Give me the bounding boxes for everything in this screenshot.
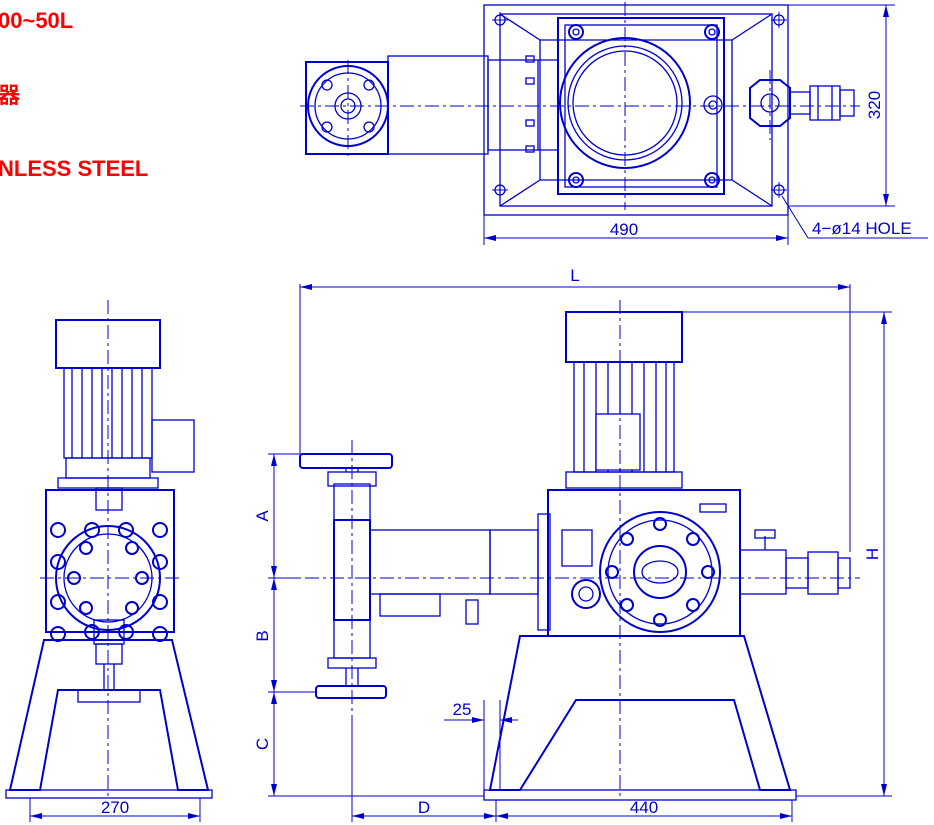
- side-stand: [5, 639, 213, 799]
- dim-b-label: B: [253, 630, 272, 641]
- dim-h-label: H: [863, 548, 882, 560]
- dim-a-label: A: [253, 510, 272, 522]
- dim-l-label: L: [570, 266, 579, 285]
- front-stand: [483, 635, 797, 801]
- front-view: [280, 300, 860, 801]
- dim-320-label: 320: [865, 91, 884, 119]
- spec-model-text: 器: [0, 83, 21, 108]
- top-view: 490 320 4−ø14 HOLE: [300, 2, 928, 245]
- dim-c-label: C: [253, 738, 272, 750]
- side-pump-head: [45, 489, 175, 633]
- dim-d-label: D: [418, 798, 430, 817]
- dim-270-label: 270: [101, 798, 129, 817]
- front-pump-head: [299, 453, 393, 699]
- dim-25-label: 25: [453, 700, 472, 719]
- side-view: 270: [5, 300, 213, 822]
- spec-capacity-text: 00~50L: [0, 8, 74, 33]
- dim-440-label: 440: [630, 798, 658, 817]
- front-motor-cap: [565, 311, 683, 363]
- mounting-hole: [771, 12, 787, 28]
- outlet-pipe-front: [699, 503, 851, 595]
- hole-note-label: 4−ø14 HOLE: [812, 219, 912, 238]
- spec-material-text: NLESS STEEL: [0, 156, 149, 181]
- outlet-pipe-top: [749, 79, 855, 127]
- front-diaphragm-flange: [599, 511, 721, 633]
- dim-490-label: 490: [610, 220, 638, 239]
- pump-head-flange: [305, 61, 389, 155]
- top-base-plate: [483, 4, 789, 216]
- mounting-hole: [771, 182, 787, 198]
- mounting-hole: [492, 12, 508, 28]
- mounting-hole: [492, 182, 508, 198]
- front-dimensions: L H A B C 25: [253, 266, 892, 822]
